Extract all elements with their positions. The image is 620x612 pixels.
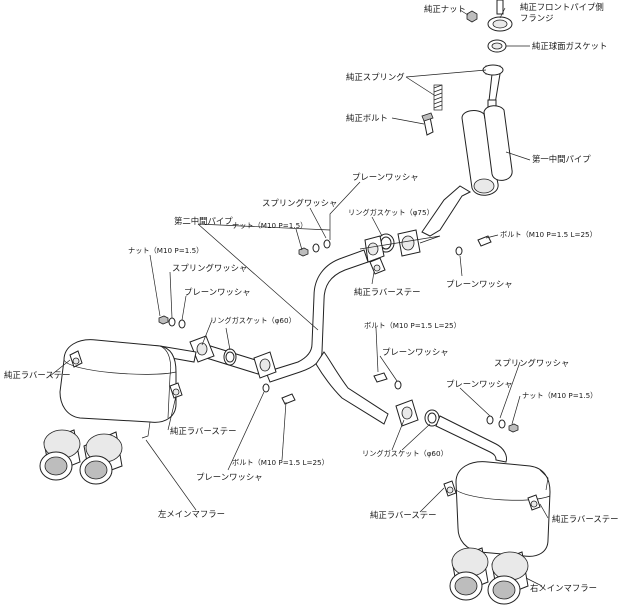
label-left-main-muffler: 左メインマフラー [158,509,225,519]
label-spherical-gasket: 純正球面ガスケット [532,41,607,51]
label-bolt-m10-center: ボルト（M10 P=1.5 L=25） [364,321,461,330]
label-oem-nut-top: 純正ナット [424,4,466,14]
left-joint-part [158,315,296,405]
right-joint-part [373,372,519,433]
spherical-gasket-part [487,39,507,53]
label-nut-m10-left: ナット（M10 P=1.5） [128,246,203,255]
label-plain-washer-left: プレーンワッシャ [184,287,251,297]
left-tailpipes [39,429,123,485]
oem-nut-top-part [466,10,478,23]
label-oem-spring: 純正スプリング [346,72,405,82]
leader-lines [49,7,549,587]
label-right-main-muffler: 右メインマフラー [530,583,597,593]
label-first-mid-pipe: 第一中間パイプ [532,154,591,164]
label-oem-bolt: 純正ボルト [346,113,388,123]
label-plain-washer-bottom: プレーンワッシャ [196,472,263,482]
label-plain-washer-right-upper: プレーンワッシャ [446,279,513,289]
callout-labels: 純正ナット 純正フロントパイプ側 フランジ 純正球面ガスケット 純正スプリング … [4,2,619,593]
label-ring-gasket-60-left: リングガスケット（φ60） [210,316,296,325]
label-plain-washer-right: プレーンワッシャ [446,379,513,389]
label-spring-washer-left: スプリングワッシャ [172,263,247,273]
front-pipe-flange-part [487,0,513,32]
label-rubber-stay-center: 純正ラバーステー [354,287,421,297]
oem-bolt-part [421,112,434,136]
first-mid-pipe-part [421,64,513,237]
label-rubber-stay-right-lower: 純正ラバーステー [370,510,437,520]
label-rubber-stay-left2: 純正ラバーステー [170,426,237,436]
label-bolt-m10-right: ボルト（M10 P=1.5 L=25） [500,230,597,239]
label-spring-washer-upper: スプリングワッシャ [262,198,337,208]
upper-flange-part [364,229,421,263]
left-muffler-part [39,339,197,485]
label-ring-gasket-75: リングガスケット（φ75） [348,208,434,217]
label-rubber-stay-left: 純正ラバーステー [4,370,71,380]
label-rubber-stay-right: 純正ラバーステー [552,514,619,524]
label-plain-washer-center: プレーンワッシャ [382,347,449,357]
label-bolt-m10-left: ボルト（M10 P=1.5 L=25） [232,458,329,467]
label-plain-washer-top: プレーンワッシャ [352,172,419,182]
right-tailpipes [449,547,529,605]
label-front-pipe-flange-2: フランジ [520,13,554,23]
rubber-stay-center-part [369,257,386,275]
label-spring-washer-right: スプリングワッシャ [494,358,569,368]
label-nut-m10-right: ナット（M10 P=1.5） [522,391,597,400]
label-second-mid-pipe: 第二中間パイプ [174,216,233,226]
upper-fasteners-part [298,235,492,257]
spring-part [433,84,443,111]
label-front-pipe-flange-1: 純正フロントパイプ側 [520,2,604,12]
label-ring-gasket-60-right: リングガスケット（φ60） [362,449,448,458]
label-nut-m10-upper: ナット（M10 P=1.5） [232,221,307,230]
right-muffler-part [435,415,551,605]
